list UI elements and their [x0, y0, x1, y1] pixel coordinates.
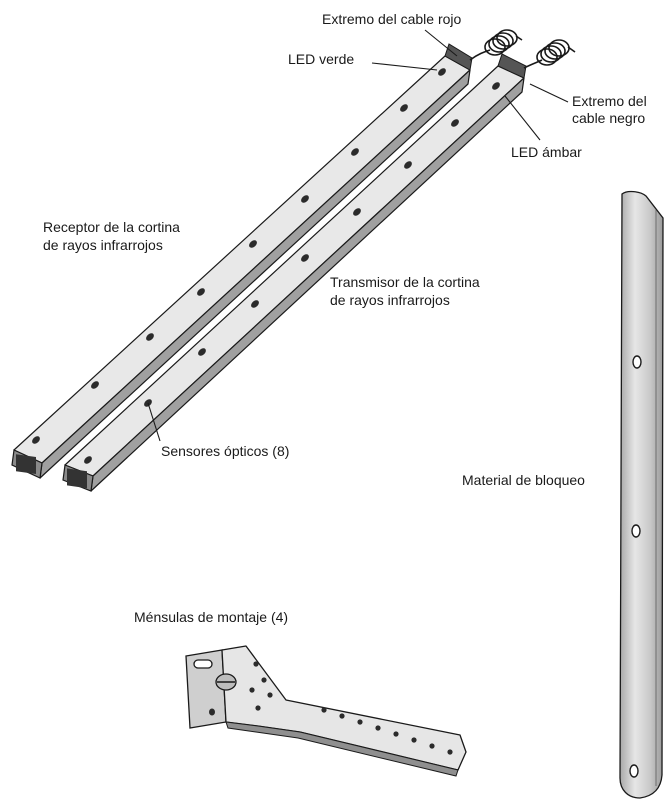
coiled-cable-black	[523, 39, 576, 69]
label-mensulas-de-montaje: Ménsulas de montaje (4)	[134, 609, 289, 625]
receptor-sensors	[32, 68, 446, 444]
label-transmisor-line1: Transmisor de la cortina	[330, 274, 480, 290]
label-extremo-cable-rojo: Extremo del cable rojo	[322, 11, 462, 27]
label-led-verde: LED verde	[288, 51, 355, 67]
transmisor-bar	[62, 53, 527, 492]
material-de-bloqueo	[619, 190, 664, 799]
label-led-ambar: LED ámbar	[511, 144, 582, 160]
label-extremo-cable-negro-line2: cable negro	[572, 110, 646, 126]
label-receptor-line2: de rayos infrarrojos	[43, 237, 163, 253]
label-extremo-cable-negro-line1: Extremo del	[572, 93, 647, 109]
coiled-cable-red	[469, 29, 523, 61]
label-sensores-opticos: Sensores ópticos (8)	[161, 443, 290, 459]
receptor-bar	[11, 43, 473, 479]
label-transmisor-line2: de rayos infrarrojos	[330, 292, 450, 308]
label-receptor-line1: Receptor de la cortina	[43, 219, 180, 235]
mensula-de-montaje	[185, 645, 467, 777]
leader-lines	[147, 29, 569, 442]
label-material-de-bloqueo: Material de bloqueo	[462, 472, 585, 488]
